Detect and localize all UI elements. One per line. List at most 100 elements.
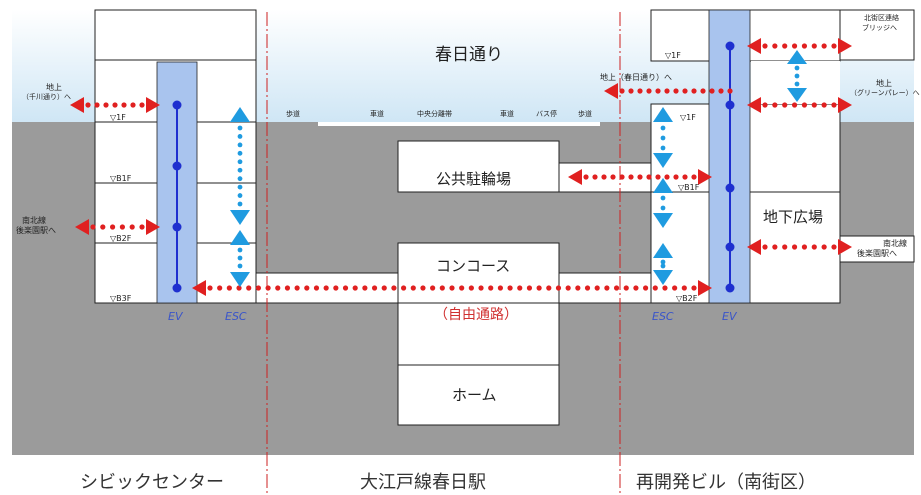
floor-right-top-1f: ▽1F	[665, 51, 681, 60]
right-elevator-stop-1	[725, 41, 735, 51]
escalator-dot	[237, 255, 243, 261]
arrowhead	[838, 239, 852, 255]
left-elevator-stop-1f	[172, 100, 182, 110]
route-dot	[449, 285, 455, 291]
route-dot	[439, 285, 445, 291]
escalator-dot	[237, 125, 243, 131]
route-dot	[207, 285, 213, 291]
route-dot	[391, 285, 397, 291]
arrowhead	[230, 272, 250, 287]
route-dot	[236, 285, 242, 291]
route-dot	[610, 174, 616, 180]
route-dot	[313, 285, 320, 291]
route-dot	[592, 174, 598, 180]
route-dot	[594, 285, 600, 291]
route-dot	[664, 174, 670, 180]
route-dot	[782, 43, 788, 49]
arrowhead	[747, 239, 761, 255]
route-dot	[119, 224, 125, 230]
route-dot	[655, 88, 661, 94]
arrowhead	[747, 38, 761, 54]
route-dot	[662, 285, 668, 291]
section-right-caption: 再開発ビル（南街区）	[636, 472, 816, 493]
route-dot	[682, 88, 688, 94]
route-dot	[646, 88, 652, 94]
route-dot	[100, 224, 106, 230]
right-ground-dest-2: （グリーンパレー）へ	[850, 88, 920, 97]
escalator-dot	[660, 135, 666, 141]
esc-left-label: ESC	[225, 310, 247, 323]
arrowhead	[146, 97, 160, 113]
route-dot	[284, 285, 291, 291]
label-bus-stop: バス停	[536, 109, 557, 118]
route-dot	[85, 102, 91, 108]
route-dot	[709, 88, 715, 94]
arrowhead	[787, 88, 807, 102]
route-dot	[791, 102, 798, 108]
escalator-dot	[794, 65, 800, 71]
floor-right-1f: ▽1F	[680, 113, 696, 122]
right-elevator-stop-4	[725, 242, 735, 252]
route-dot	[655, 174, 661, 180]
right-bridge-dest-1: 北街区連絡	[864, 13, 899, 22]
arrowhead	[653, 213, 673, 228]
arrowhead	[653, 178, 673, 193]
route-dot	[294, 285, 300, 291]
escalator-dot	[237, 184, 243, 190]
route-dot	[94, 102, 100, 108]
escalator-dot	[237, 247, 243, 253]
route-dot	[682, 174, 688, 180]
right-elevator-stop-2	[725, 100, 735, 110]
route-dot	[103, 102, 109, 108]
escalator-dot	[660, 195, 666, 201]
route-dot	[130, 102, 136, 108]
route-dot	[381, 285, 387, 291]
escalator-dot	[794, 73, 800, 79]
route-dot	[801, 102, 808, 108]
center-ground-dest: 地上（春日通り）へ	[600, 72, 672, 82]
route-dot	[275, 285, 281, 291]
route-dot	[226, 285, 232, 291]
right-subway-dest-1: 南北線	[883, 238, 907, 248]
escalator-dot	[237, 134, 243, 139]
route-dot	[478, 285, 484, 291]
route-dot	[371, 285, 378, 291]
arrowhead	[192, 280, 206, 296]
route-dot	[772, 244, 778, 250]
arrowhead	[747, 97, 761, 113]
label-sidewalk-left: 歩道	[286, 109, 300, 118]
label-sidewalk-right: 歩道	[578, 109, 592, 118]
route-dot	[555, 285, 562, 291]
route-dot	[643, 285, 649, 291]
route-dot	[584, 285, 591, 291]
route-dot	[637, 88, 643, 94]
right-elevator-stop-5	[725, 283, 735, 293]
route-dot	[619, 88, 625, 94]
route-dot	[536, 285, 542, 291]
route-dot	[401, 285, 407, 291]
section-left-caption: シビックセンター	[80, 472, 224, 493]
escalator-dot	[237, 193, 243, 198]
escalator-dot	[237, 142, 243, 148]
route-dot	[691, 174, 697, 180]
route-dot	[546, 285, 552, 291]
left-ground-dest-2: （千川通り）へ	[22, 92, 71, 101]
route-dot	[791, 43, 798, 49]
platform-box	[397, 364, 560, 426]
route-dot	[664, 88, 670, 94]
route-dot	[700, 88, 706, 94]
route-dot	[652, 285, 658, 291]
escalator-dot	[237, 167, 243, 173]
route-dot	[623, 285, 629, 291]
floor-right-b1f: ▽B1F	[678, 183, 700, 192]
route-dot	[604, 285, 610, 291]
escalator-dot	[237, 263, 243, 269]
route-dot	[821, 244, 827, 250]
route-dot	[217, 285, 223, 291]
arrowhead	[230, 210, 250, 225]
underground-plaza-label: 地下広場	[763, 208, 823, 226]
floor-right-b2f: ▽B2F	[676, 294, 698, 303]
route-dot	[811, 244, 817, 250]
left-elevator-stop-b1f	[172, 161, 182, 171]
